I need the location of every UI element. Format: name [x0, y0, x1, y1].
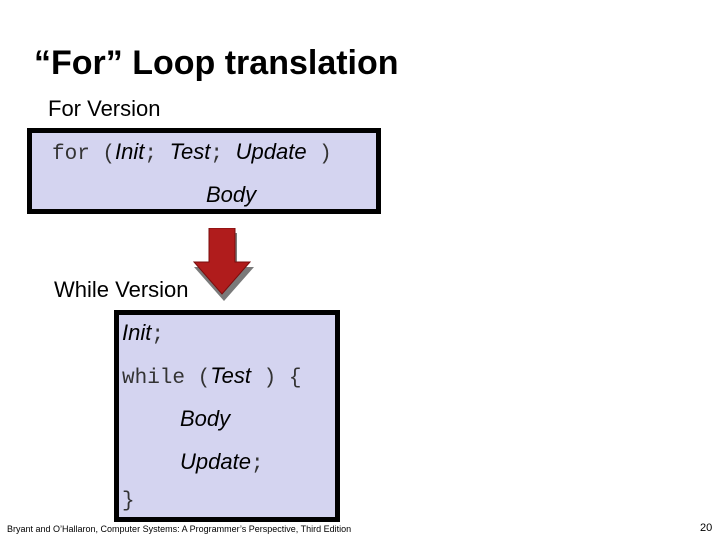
while-init-semicolon: ;	[151, 324, 164, 347]
while-open-brace: {	[288, 367, 302, 390]
for-semicolon-2: ;	[210, 143, 223, 166]
while-version-label: While Version	[54, 277, 189, 302]
for-test: Test	[169, 139, 211, 164]
slide-title: “For” Loop translation	[34, 44, 399, 82]
for-version-label: For Version	[48, 96, 161, 121]
while-code-box: Init; while (Test ) { Body Update; }	[114, 310, 340, 522]
for-header-line: for (Init; Test; Update )	[52, 139, 332, 166]
while-init: Init	[122, 320, 152, 345]
page-number: 20	[700, 522, 713, 534]
while-test: Test	[210, 363, 252, 388]
while-header-line: while (Test ) {	[122, 363, 301, 390]
down-arrow-icon	[192, 228, 254, 301]
while-update: Update	[180, 449, 251, 474]
while-update-semicolon: ;	[250, 453, 264, 476]
while-close-brace: }	[122, 490, 135, 513]
while-update-line: Update;	[180, 449, 264, 476]
for-open-paren: (	[102, 143, 116, 166]
while-close-paren: )	[263, 367, 277, 390]
while-open-paren: (	[197, 367, 211, 390]
for-update: Update	[235, 139, 307, 164]
for-init: Init	[115, 139, 145, 164]
footer-citation: Bryant and O’Hallaron, Computer Systems:…	[7, 524, 352, 534]
while-body: Body	[180, 406, 231, 431]
while-keyword: while	[122, 367, 186, 390]
while-init-line: Init;	[122, 320, 164, 347]
for-close-paren: )	[319, 143, 332, 166]
for-keyword: for	[52, 143, 90, 166]
for-semicolon-1: ;	[144, 143, 157, 166]
for-body: Body	[206, 182, 257, 207]
for-code-box: for (Init; Test; Update ) Body	[27, 128, 381, 214]
